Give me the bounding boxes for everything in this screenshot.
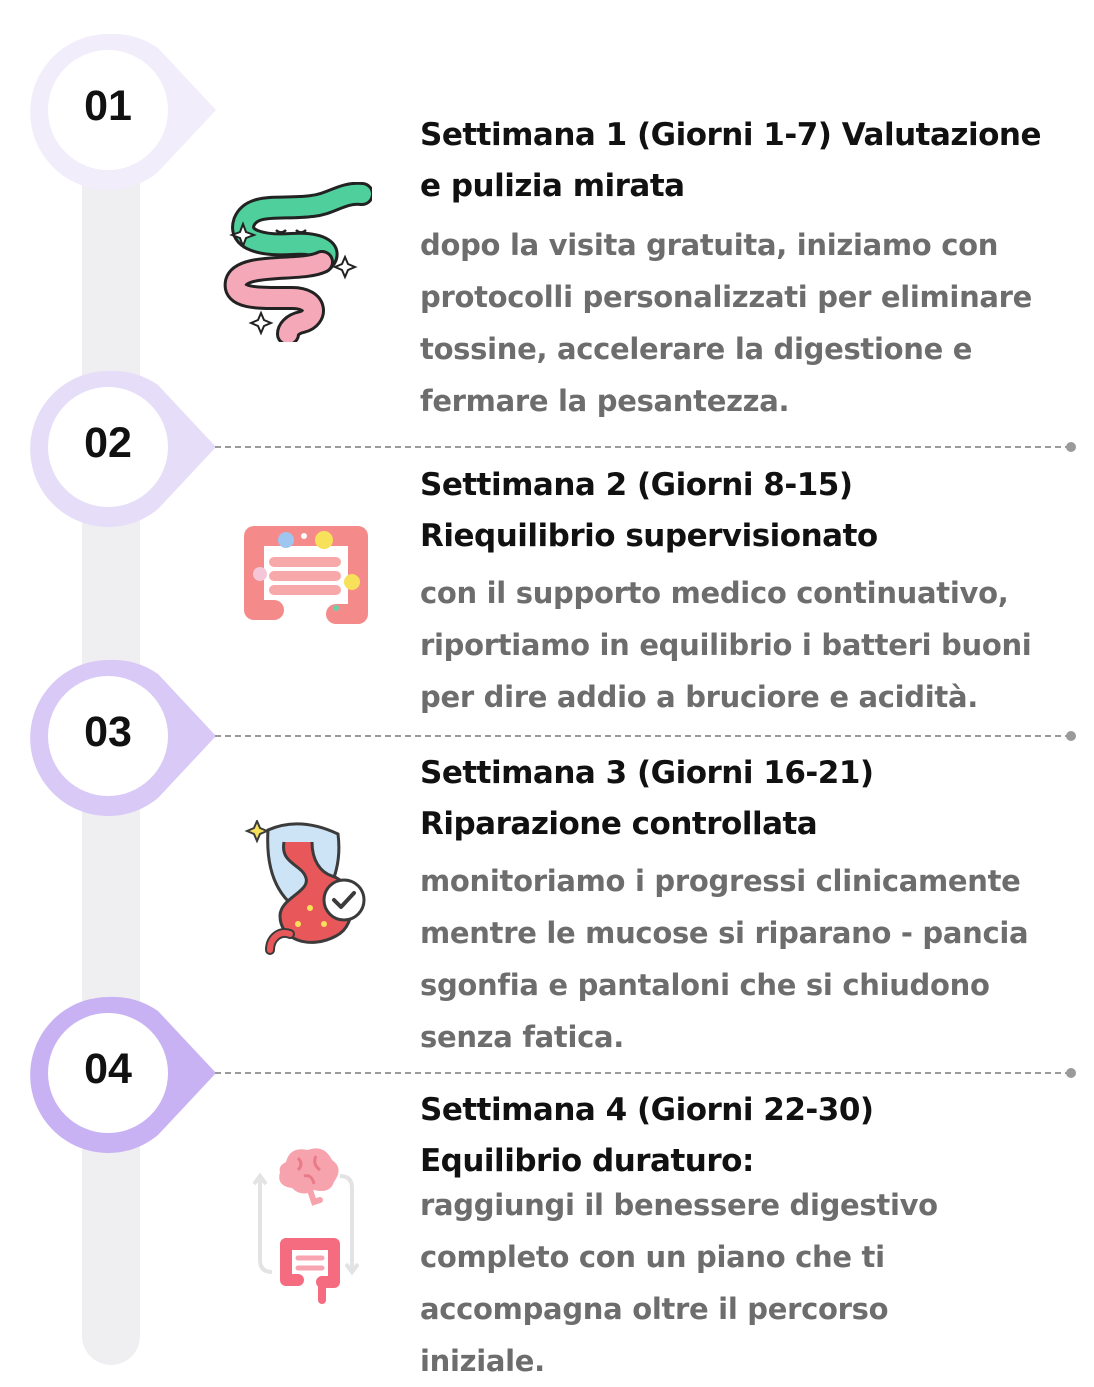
step-title: Settimana 4 (Giorni 22-30) Equilibrio du…	[420, 1092, 874, 1179]
divider-dot	[1066, 731, 1076, 741]
step-description: monitoriamo i progressi clinicamente men…	[420, 864, 1029, 1054]
stomach-shield-icon	[240, 818, 372, 972]
step-divider	[215, 731, 1076, 741]
step-title: Settimana 3 (Giorni 16-21) Riparazione c…	[420, 755, 874, 842]
brain-gut-cycle-icon	[240, 1140, 372, 1314]
step-number: 02	[84, 419, 132, 467]
divider-dot	[1066, 1068, 1076, 1078]
step-title: Settimana 1 (Giorni 1-7) Valutazione e p…	[420, 117, 1041, 204]
step-badge-1: 01	[30, 32, 230, 192]
step-3: Settimana 3 (Giorni 16-21) Riparazione c…	[420, 748, 1080, 1063]
step-description: dopo la visita gratuita, iniziamo con pr…	[420, 228, 1033, 418]
divider-dot	[1066, 442, 1076, 452]
step-badge-2: 02	[30, 369, 230, 529]
step-badge-4: 04	[30, 995, 230, 1155]
step-number: 01	[84, 82, 132, 130]
step-title: Settimana 2 (Giorni 8-15) Riequilibrio s…	[420, 467, 878, 554]
step-divider	[215, 1068, 1076, 1078]
step-4: Settimana 4 (Giorni 22-30) Equilibrio du…	[420, 1085, 1080, 1387]
step-1: Settimana 1 (Giorni 1-7) Valutazione e p…	[420, 110, 1080, 427]
step-divider	[215, 442, 1076, 452]
gut-bacteria-icon	[240, 522, 372, 636]
step-2: Settimana 2 (Giorni 8-15) Riequilibrio s…	[420, 460, 1080, 723]
intestine-icon	[222, 181, 374, 346]
step-description: raggiungi il benessere digestivo complet…	[420, 1188, 938, 1378]
step-number: 03	[84, 708, 132, 756]
step-number: 04	[84, 1045, 132, 1093]
step-badge-3: 03	[30, 658, 230, 818]
step-description: con il supporto medico continuativo, rip…	[420, 576, 1032, 714]
